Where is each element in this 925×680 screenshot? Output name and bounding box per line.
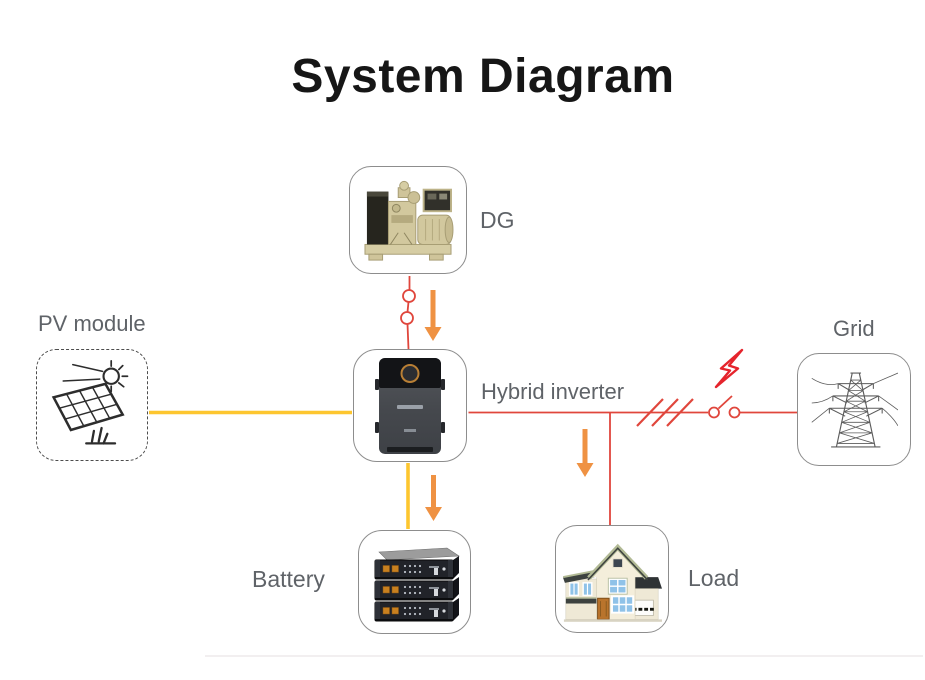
inverter-knob-icon — [400, 363, 420, 383]
lightning-icon — [714, 348, 744, 389]
load-box — [555, 525, 669, 633]
house-icon — [562, 543, 662, 622]
mount-tab — [441, 378, 445, 390]
mount-tab — [441, 421, 445, 433]
inverter-brand-mark — [397, 404, 423, 409]
inverter-ports — [387, 446, 433, 452]
page-title: System Diagram — [291, 50, 675, 103]
inverter-sublabel — [404, 428, 416, 432]
diesel-generator-image — [364, 180, 454, 261]
dg-to-inverter-line — [400, 276, 416, 350]
dg-box — [349, 166, 467, 274]
dg-label: DG — [480, 207, 515, 233]
switch-blade — [717, 395, 733, 410]
battery-label: Battery — [252, 566, 325, 592]
solar-panel-icon — [51, 359, 129, 445]
load-label: Load — [688, 565, 740, 591]
dg-flow-arrow-icon — [424, 290, 442, 341]
three-phase-marks — [636, 398, 694, 427]
inverter-label: Hybrid inverter — [481, 379, 625, 404]
grid-box — [797, 353, 911, 466]
bottom-divider — [205, 655, 923, 657]
battery-module — [374, 598, 459, 622]
load-flow-arrow-icon — [576, 429, 594, 477]
pv-label: PV module — [38, 311, 146, 336]
mount-tab — [375, 378, 379, 390]
inverter-box — [353, 349, 467, 462]
window — [568, 582, 593, 597]
mount-tab — [375, 421, 379, 433]
pv-box — [36, 349, 148, 461]
battery-rack-icon — [374, 547, 460, 622]
window — [607, 577, 628, 595]
battery-module — [374, 577, 459, 601]
battery-flow-arrow-icon — [425, 475, 442, 521]
window — [611, 595, 635, 614]
battery-module — [374, 556, 459, 580]
grid-label: Grid — [833, 316, 875, 341]
hybrid-inverter-image — [375, 357, 445, 454]
door — [597, 597, 610, 620]
transmission-tower-icon — [811, 371, 898, 448]
battery-box — [358, 530, 471, 634]
